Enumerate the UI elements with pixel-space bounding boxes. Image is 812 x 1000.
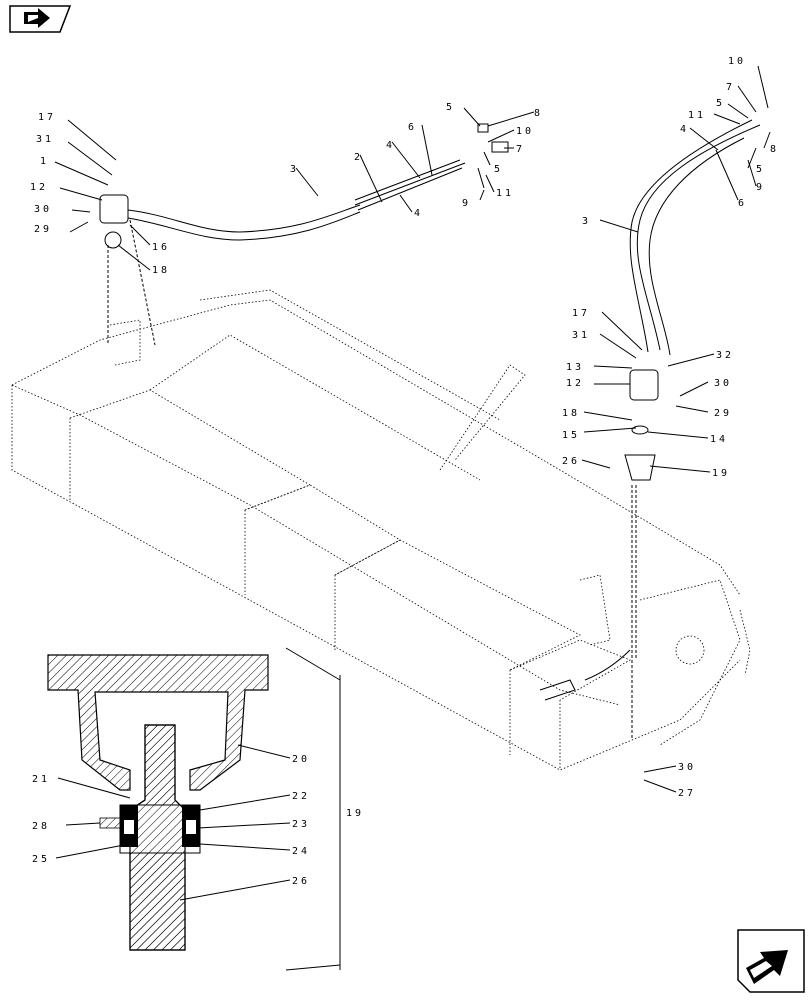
next-arrow-icon[interactable] bbox=[736, 928, 806, 994]
gearbox-cross-section bbox=[47, 647, 341, 971]
left-hose-assembly bbox=[99, 123, 509, 346]
right-hose-assembly bbox=[624, 119, 761, 740]
back-arrow-icon[interactable] bbox=[8, 4, 72, 34]
cutterbar-frame bbox=[11, 289, 751, 771]
leader-lines bbox=[54, 65, 771, 901]
